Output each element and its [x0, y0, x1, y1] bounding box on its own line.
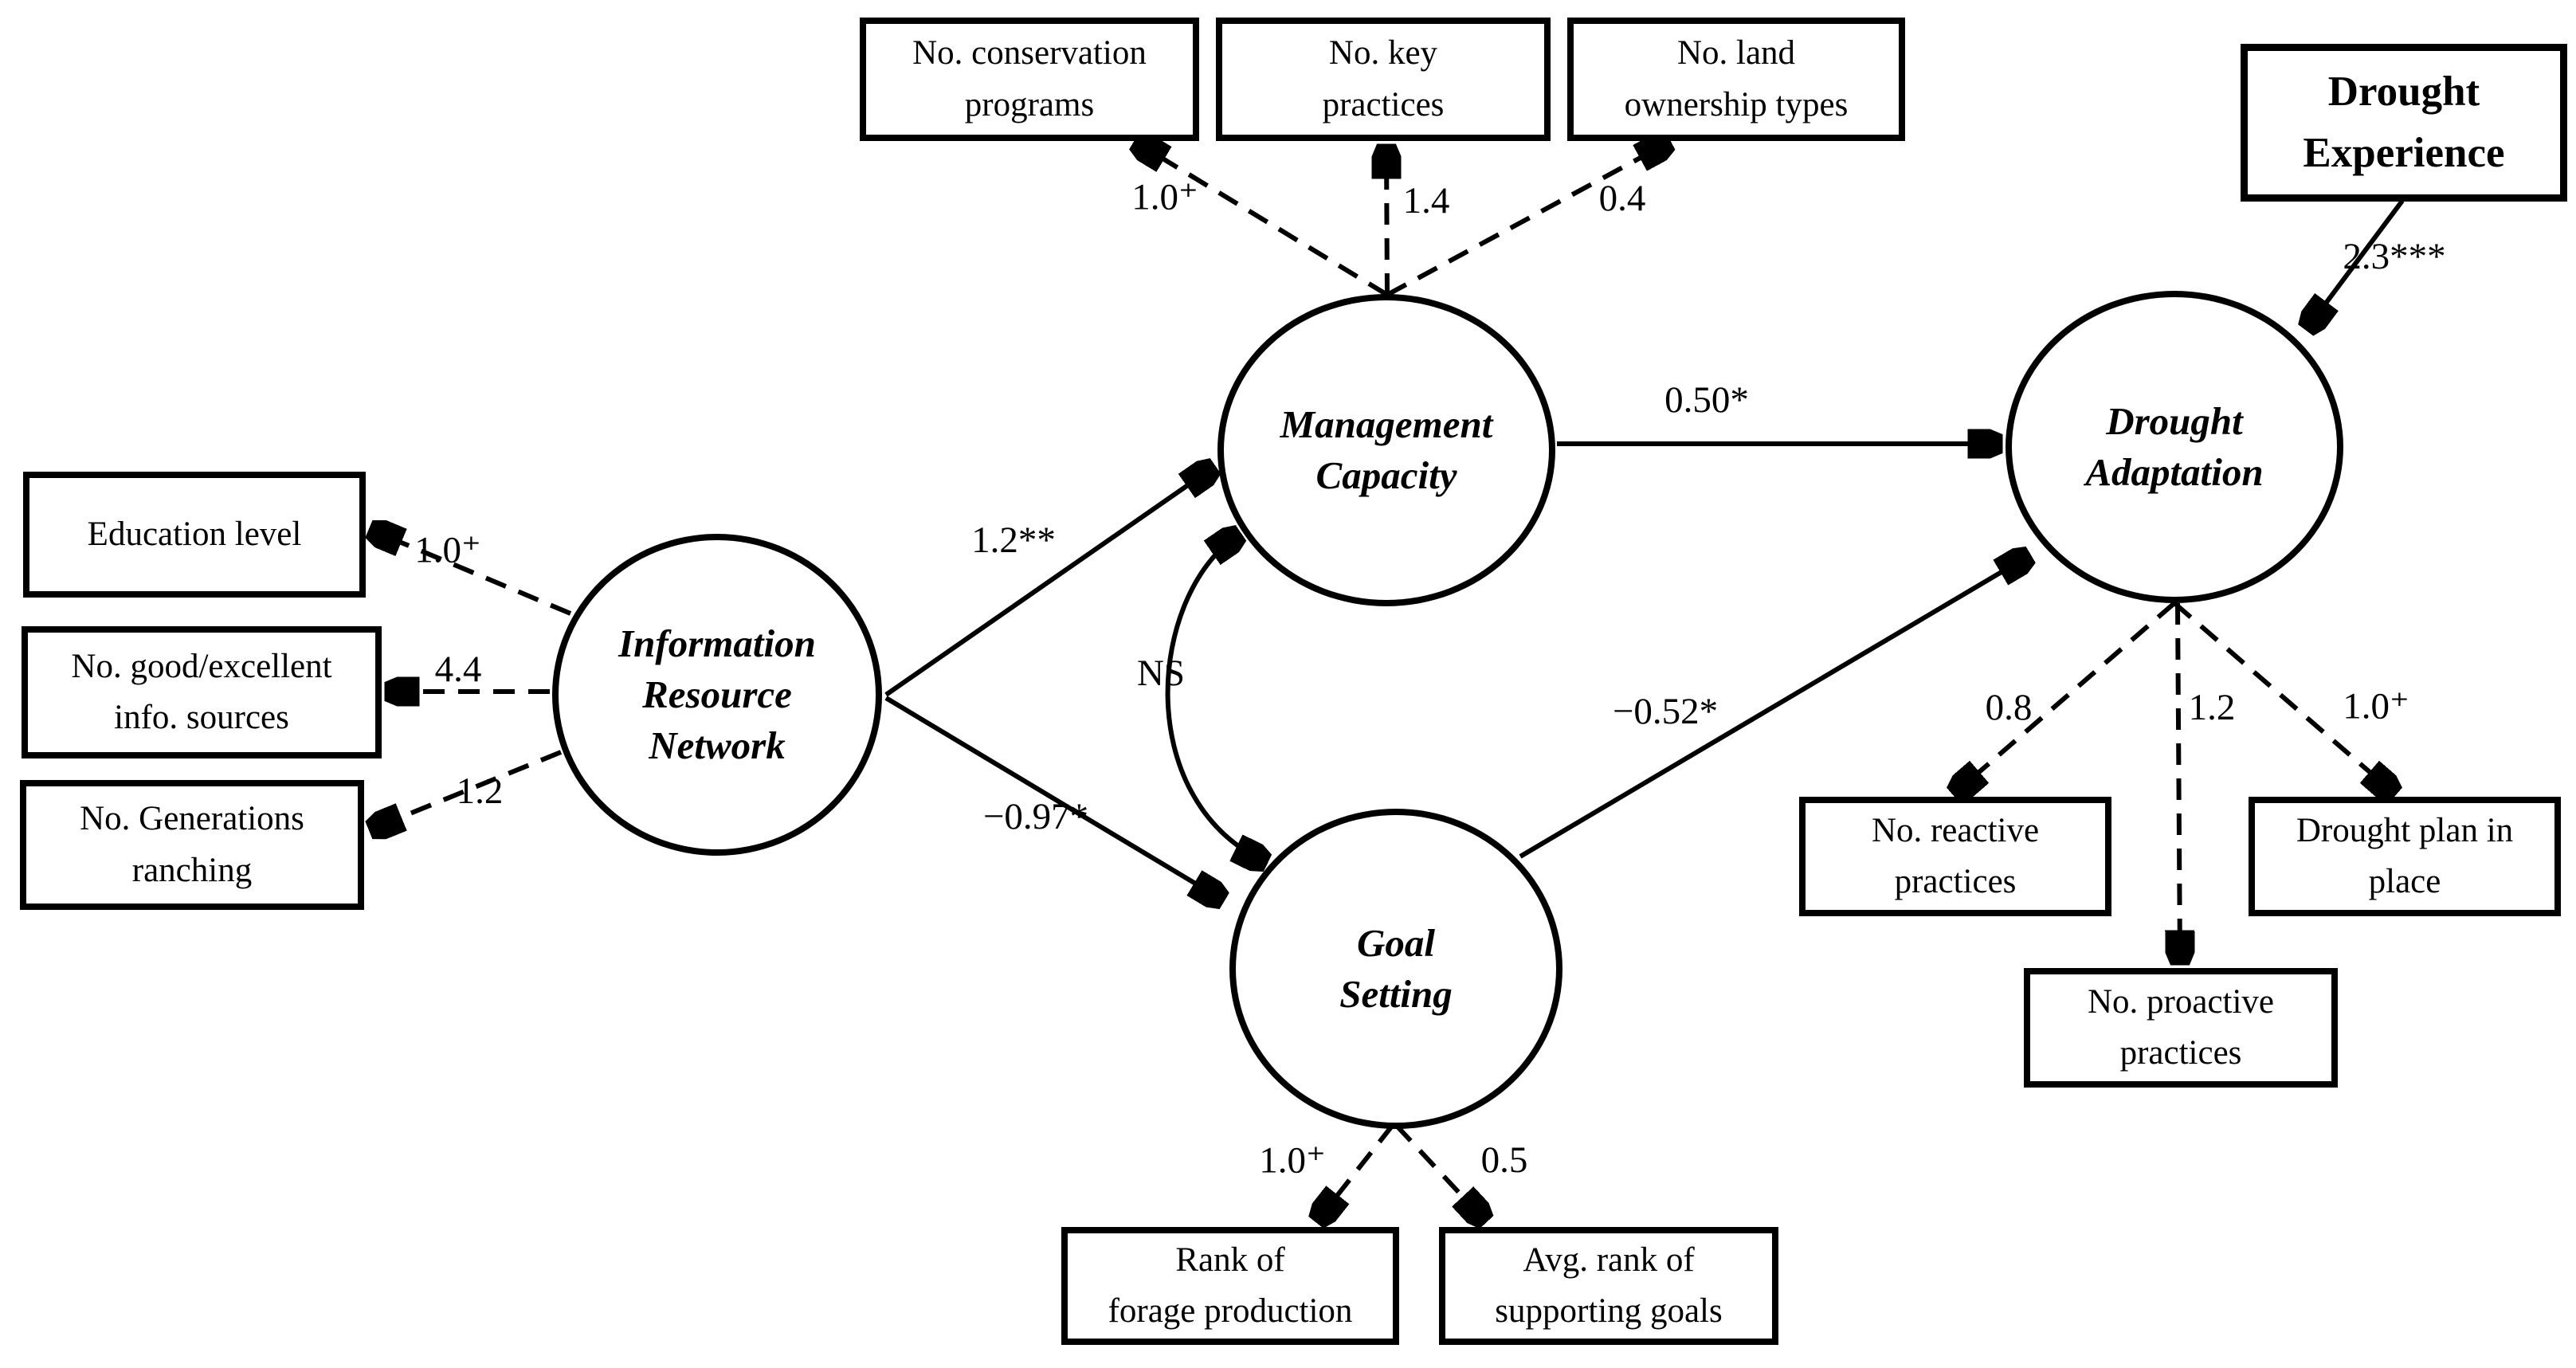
box-no-key-practices: No. key practices: [1216, 18, 1551, 141]
box-avg-rank-of-supporting-goals: Avg. rank of supporting goals: [1439, 1227, 1778, 1345]
box-no-reactive-practices: No. reactive practices: [1799, 797, 2111, 916]
path-mc-to-key-practices: [1386, 148, 1387, 296]
coef-mc-conservation: 1.0⁺: [1131, 176, 1198, 218]
path-gs-to-forage: [1319, 1123, 1395, 1219]
path-gs-to-da: [1519, 557, 2027, 859]
coef-da-proactive: 1.2: [2188, 687, 2236, 728]
coef-gs-da: −0.52*: [1612, 691, 1719, 732]
path-mc-to-conservation: [1138, 143, 1389, 297]
box-education-level: Education level: [23, 472, 366, 598]
path-gs-to-supporting: [1394, 1123, 1484, 1219]
box-no-generations-ranching: No. Generations ranching: [20, 780, 364, 910]
path-irn-to-education: [373, 531, 572, 616]
latent-goal-setting: Goal Setting: [1229, 809, 1562, 1129]
latent-information-resource-network: Information Resource Network: [552, 534, 882, 856]
path-da-to-proactive: [2178, 602, 2180, 961]
path-irn-to-gs: [884, 696, 1221, 899]
coef-mc-da: 0.50*: [1664, 379, 1749, 421]
path-mc-gs-covariance: [1165, 535, 1264, 861]
box-no-good-excellent-info-sources: No. good/excellent info. sources: [22, 626, 382, 758]
coef-irn-info-sources: 4.4: [434, 649, 482, 690]
coef-de-da: 2.3***: [2343, 236, 2446, 277]
coef-gs-supporting: 0.5: [1480, 1139, 1528, 1181]
path-irn-to-mc: [884, 468, 1212, 697]
path-mc-to-land-ownership: [1386, 143, 1667, 297]
latent-drought-adaptation: Drought Adaptation: [2006, 291, 2343, 603]
path-da-to-reactive: [1956, 601, 2176, 792]
coef-mc-gs-covariance: NS: [1136, 653, 1186, 694]
box-drought-plan-in-place: Drought plan in place: [2249, 797, 2561, 916]
path-de-to-da: [2308, 199, 2405, 327]
path-da-to-drought-plan: [2173, 601, 2393, 792]
coef-irn-gs: −0.97*: [982, 796, 1089, 837]
coef-gs-forage: 1.0⁺: [1259, 1139, 1326, 1182]
coef-irn-education: 1.0⁺: [414, 529, 481, 571]
coef-irn-generations: 1.2: [456, 770, 504, 812]
coef-mc-key-practices: 1.4: [1402, 180, 1450, 221]
latent-management-capacity: Management Capacity: [1217, 294, 1555, 606]
coef-irn-mc: 1.2**: [971, 519, 1056, 561]
box-no-land-ownership-types: No. land ownership types: [1567, 18, 1905, 141]
box-no-conservation-programs: No. conservation programs: [860, 18, 1199, 141]
coef-mc-land-ownership: 0.4: [1598, 178, 1646, 219]
coef-da-drought-plan: 1.0⁺: [2343, 685, 2409, 727]
box-drought-experience: Drought Experience: [2241, 44, 2567, 202]
box-rank-of-forage-production: Rank of forage production: [1061, 1227, 1399, 1345]
coef-da-reactive: 0.8: [1985, 687, 2033, 728]
box-no-proactive-practices: No. proactive practices: [2024, 968, 2338, 1088]
